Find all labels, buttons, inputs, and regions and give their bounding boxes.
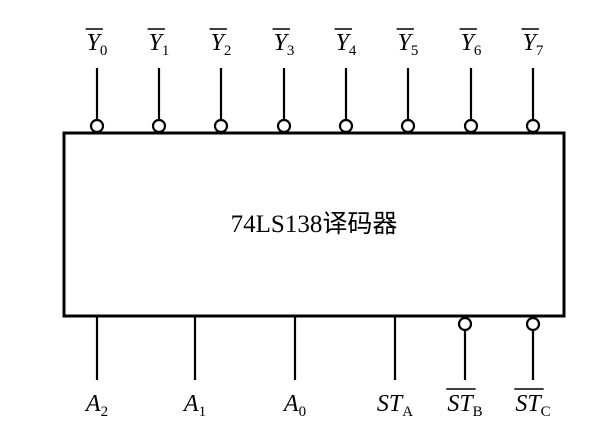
inversion-bubble	[89, 118, 105, 134]
chip-label: 74LS138译码器	[231, 211, 398, 238]
input-label-1: A1	[182, 391, 206, 420]
output-label-3: Y3	[274, 30, 295, 59]
output-label-0: Y0	[87, 30, 108, 59]
input-pins: A2 A1 A0 STA STB STC	[84, 316, 551, 420]
input-pin-A1: A1	[182, 316, 206, 420]
inversion-bubble	[151, 118, 167, 134]
input-label-2: A0	[282, 391, 306, 420]
output-pin-Y3: Y3	[272, 28, 295, 134]
output-pin-Y6: Y6	[459, 28, 482, 134]
chip-body	[62, 131, 566, 318]
output-pin-Y0: Y0	[85, 28, 108, 134]
output-pin-Y4: Y4	[334, 28, 357, 134]
output-label-1: Y1	[149, 30, 170, 59]
output-pin-Y7: Y7	[521, 28, 544, 134]
input-pin-A0: A0	[282, 316, 306, 420]
input-pin-STC: STC	[514, 316, 551, 420]
output-label-4: Y4	[336, 30, 357, 59]
output-pins: Y0 Y1 Y2 Y3 Y4 Y5 Y6 Y7	[85, 28, 544, 134]
inversion-bubble	[213, 118, 229, 134]
inversion-bubble	[525, 316, 541, 332]
input-label-0: A2	[84, 391, 108, 420]
input-label-4: STB	[447, 391, 482, 420]
input-label-3: STA	[377, 391, 413, 420]
inversion-bubble	[457, 316, 473, 332]
output-pin-Y1: Y1	[147, 28, 170, 134]
inversion-bubble	[276, 118, 292, 134]
input-pin-STB: STB	[446, 316, 483, 420]
output-label-5: Y5	[398, 30, 419, 59]
input-pin-A2: A2	[84, 316, 108, 420]
output-label-6: Y6	[461, 30, 482, 59]
output-label-2: Y2	[211, 30, 232, 59]
input-label-5: STC	[515, 391, 550, 420]
inversion-bubble	[338, 118, 354, 134]
inversion-bubble	[463, 118, 479, 134]
inversion-bubble	[400, 118, 416, 134]
inversion-bubble	[525, 118, 541, 134]
output-pin-Y5: Y5	[396, 28, 419, 134]
output-label-7: Y7	[523, 30, 544, 59]
output-pin-Y2: Y2	[209, 28, 232, 134]
input-pin-STA: STA	[377, 316, 413, 420]
